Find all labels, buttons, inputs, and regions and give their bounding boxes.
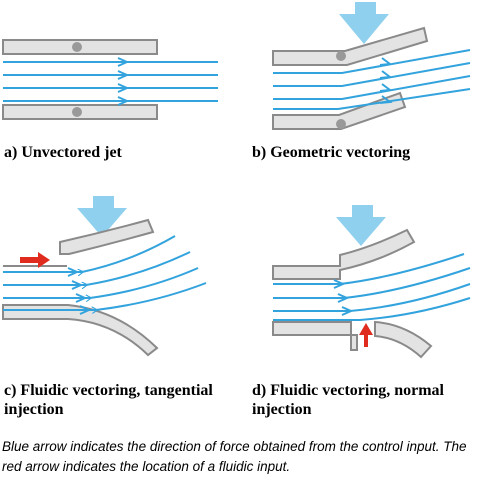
caption-fluidic-normal: d) Fluidic vectoring, normal injection xyxy=(252,382,444,418)
nozzle-upper-wall xyxy=(272,26,429,66)
hinge-pin xyxy=(336,51,346,61)
nozzle-upper-wall xyxy=(59,218,155,255)
flow-lines xyxy=(3,235,207,310)
force-arrow xyxy=(336,205,386,246)
fluidic-input-arrow xyxy=(20,252,50,268)
nozzle-lower-wall-upstream xyxy=(272,321,358,351)
flow-direction-chevrons xyxy=(67,267,92,315)
force-arrow xyxy=(77,196,127,237)
fluidic-input-arrow xyxy=(359,323,373,347)
nozzle-lower-wall xyxy=(2,304,159,357)
panel-a xyxy=(2,39,218,120)
flow-lines xyxy=(273,253,471,321)
flow-lines xyxy=(3,57,218,106)
flow-lines xyxy=(273,49,471,110)
nozzle-lower-wall-flap xyxy=(374,320,433,359)
nozzle-upper-wall xyxy=(272,228,416,280)
legend-note: Blue arrow indicates the direction of fo… xyxy=(2,439,467,474)
hinge-pin xyxy=(336,119,346,129)
force-arrow xyxy=(339,2,389,44)
panel-d xyxy=(272,205,471,359)
caption-fluidic-tangential: c) Fluidic vectoring, tangential injecti… xyxy=(4,382,213,418)
hinge-pin xyxy=(72,42,82,52)
hinge-pin xyxy=(72,107,82,117)
panel-c xyxy=(2,196,207,357)
panel-b xyxy=(272,2,471,130)
caption-geometric-vectoring: b) Geometric vectoring xyxy=(252,144,411,161)
caption-unvectored-jet: a) Unvectored jet xyxy=(4,144,122,161)
nozzle-lower-wall xyxy=(272,91,407,130)
